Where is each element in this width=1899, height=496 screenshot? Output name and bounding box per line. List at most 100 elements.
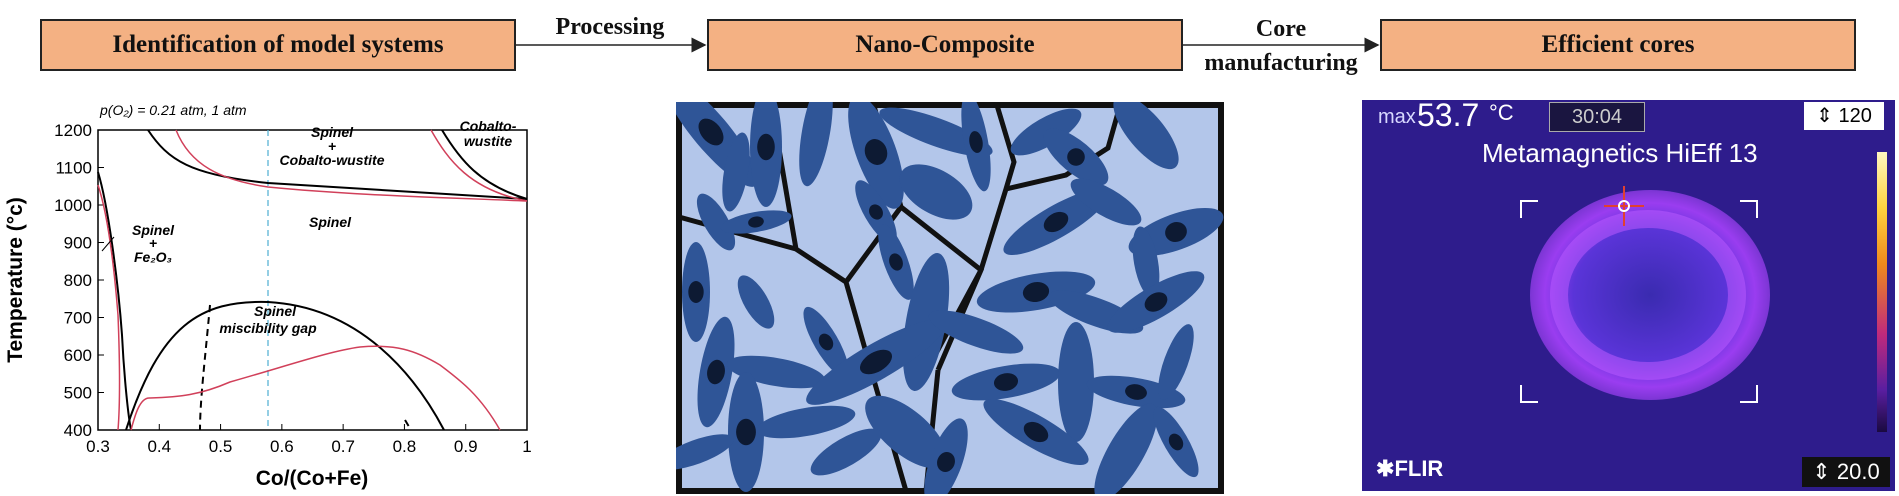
label-gap-1: Spinel xyxy=(254,303,297,319)
range-bottom-value: 20.0 xyxy=(1836,459,1880,484)
particle-core xyxy=(736,418,756,446)
red-gap-curve xyxy=(130,345,501,431)
x-tick-label: 0.8 xyxy=(393,437,417,456)
y-tick-label: 700 xyxy=(64,309,92,328)
y-axis-label: Temperature (°c) xyxy=(4,197,27,363)
range-top-value: 120 xyxy=(1838,105,1872,127)
x-tick-label: 0.5 xyxy=(209,437,233,456)
flow-box-nanocomposite: Nano-Composite xyxy=(707,19,1183,71)
particle xyxy=(928,310,1024,354)
flir-snowflake-icon: ✱ xyxy=(1376,456,1395,481)
particle-core xyxy=(757,133,775,161)
label-spinel-cobalto-2: + xyxy=(328,138,336,154)
particle xyxy=(1094,403,1158,494)
target-corner-tr xyxy=(1740,200,1758,218)
particle xyxy=(899,164,973,220)
target-corner-bl xyxy=(1520,385,1538,403)
label-spinel-fe2o3-3: Fe₂O₃ xyxy=(134,249,172,265)
particle-core xyxy=(818,333,834,351)
particle-core xyxy=(1067,148,1085,166)
particle-core xyxy=(698,118,724,146)
x-tick-label: 0.3 xyxy=(86,437,110,456)
particle-core xyxy=(1023,421,1049,443)
red-left-curve xyxy=(97,184,121,431)
particle-core xyxy=(937,452,955,472)
phase-diagram: p(O₂) = 0.21 atm, 1 atm 0.3 0.4 0.5 0.6 0.7 0… xyxy=(4,102,532,490)
y-tick-label: 600 xyxy=(64,346,92,365)
particle-core xyxy=(688,281,704,303)
particle xyxy=(810,428,882,476)
spinel-boundary-upper-curve xyxy=(147,129,528,200)
thermal-caption: Metamagnetics HiEff 13 xyxy=(1482,138,1758,168)
range-bottom-box: ⇕ 20.0 xyxy=(1802,457,1890,487)
crosshair-icon xyxy=(1604,186,1644,226)
particle xyxy=(1058,322,1094,442)
particle-core xyxy=(864,139,888,165)
color-scale-bar xyxy=(1877,152,1887,432)
up-down-icon-bottom: ⇕ xyxy=(1812,459,1831,484)
particle xyxy=(1070,178,1142,226)
label-spinel-cobalto-1: Spinel xyxy=(311,124,354,140)
label-pointer xyxy=(101,236,115,252)
label-cobalto-1: Cobalto- xyxy=(460,118,517,134)
label-spinel-fe2o3-1: Spinel xyxy=(132,222,175,238)
particle xyxy=(722,132,750,212)
target-corner-br xyxy=(1740,385,1758,403)
timer: 30:04 xyxy=(1549,102,1645,132)
y-tick-label: 1200 xyxy=(54,121,92,140)
y-tick-label: 500 xyxy=(64,384,92,403)
y-tick-label: 400 xyxy=(64,421,92,440)
label-spinel-cobalto-3: Cobalto-wustite xyxy=(280,152,385,168)
miscibility-gap-curve xyxy=(125,300,445,431)
y-tick-label: 1000 xyxy=(54,196,92,215)
flow-arrows xyxy=(516,37,1380,53)
x-tick-label: 0.7 xyxy=(331,437,355,456)
particle-group xyxy=(676,102,1224,494)
particle xyxy=(696,193,736,251)
x-tick-label: 1 xyxy=(522,437,531,456)
x-tick-label: 0.6 xyxy=(270,437,294,456)
particle-core xyxy=(1125,384,1147,400)
x-tick-label: 0.4 xyxy=(147,437,171,456)
range-top-box: ⇕ 120 xyxy=(1804,102,1884,130)
arrow-label-core-manufacturing: Core manufacturing xyxy=(1204,16,1358,76)
particle-core xyxy=(748,216,764,228)
particle-core xyxy=(707,359,725,385)
thermal-core-ring xyxy=(1550,210,1746,380)
temperature-unit: °C xyxy=(1489,100,1514,125)
flow-box-efficient-cores: Efficient cores xyxy=(1380,19,1856,71)
plot-frame xyxy=(97,129,528,431)
red-cobalto-curve xyxy=(430,129,528,202)
particle xyxy=(737,275,775,329)
particle-core xyxy=(1168,433,1184,451)
flow-box-identification: Identification of model systems xyxy=(40,19,516,71)
spinel-fe2o3-boundary-curve xyxy=(97,171,132,431)
label-spinel: Spinel xyxy=(309,214,352,230)
phase-diagram-header: p(O₂) = 0.21 atm, 1 atm xyxy=(99,102,247,118)
label-gap-2: miscibility gap xyxy=(219,320,317,336)
target-corner-tl xyxy=(1520,200,1538,218)
particle-core xyxy=(1144,292,1168,312)
flir-logo: ✱FLIR xyxy=(1376,456,1444,481)
label-cobalto-2: wustite xyxy=(464,133,512,149)
y-tick-label: 800 xyxy=(64,271,92,290)
particle-core xyxy=(1043,211,1069,233)
x-axis-label: Co/(Co+Fe) xyxy=(256,467,369,490)
particle-core xyxy=(993,373,1019,391)
particle xyxy=(676,434,734,470)
max-temperature: 53.7 xyxy=(1417,100,1480,133)
particle-core xyxy=(1022,281,1050,303)
particle xyxy=(799,102,833,187)
y-tick-label: 1100 xyxy=(55,159,92,178)
particle-core xyxy=(859,349,893,375)
max-label: max xyxy=(1378,106,1416,128)
up-down-icon: ⇕ xyxy=(1816,105,1833,127)
arrow-label-processing: Processing xyxy=(555,14,665,40)
spinodal-right-curve xyxy=(404,419,411,431)
particle xyxy=(756,405,856,439)
label-spinel-fe2o3-2: + xyxy=(149,235,157,251)
particle xyxy=(865,395,947,469)
cobalto-wustite-boundary-curve xyxy=(441,129,528,200)
